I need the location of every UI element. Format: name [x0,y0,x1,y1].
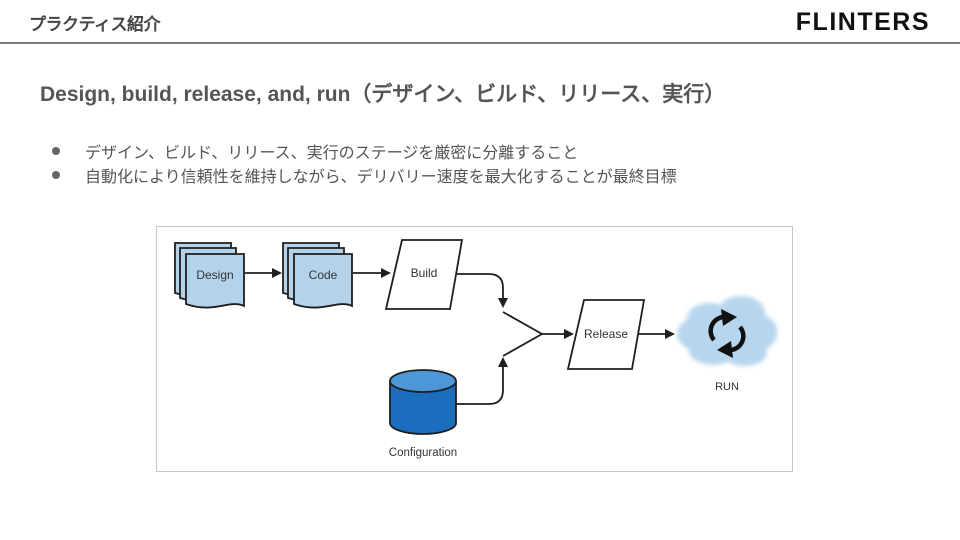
configuration-label: Configuration [389,447,457,459]
bullet-item: 自動化により信頼性を維持しながら、デリバリー速度を最大化することが最終目標 [52,163,677,187]
edge-build-merge [457,273,508,308]
release-node: Release [566,299,646,370]
slide-title-jp: （デザイン、ビルド、リリース、実行） [350,82,726,106]
configuration-node: Configuration [389,369,457,459]
flinters-logo: FLINTERS [795,8,930,36]
code-node: Code [282,242,353,309]
code-label: Code [309,268,338,282]
refresh-arrowhead-icon [721,309,737,326]
slide-title-en: Design, build, release, and, run [40,83,351,106]
refresh-arrowhead-icon [717,341,733,358]
section-title: プラクティス紹介 [29,15,160,35]
slide-title: Design, build, release, and, run（デザイン、ビル… [40,78,725,108]
merge-node [502,311,544,357]
build-label: Build [411,266,438,280]
edge-config-merge [456,357,508,405]
pipeline-diagram-svg: Design Code Build Release [174,239,777,459]
bullet-item: デザイン、ビルド、リリース、実行のステージを厳密に分離すること [52,139,677,163]
design-label: Design [196,268,233,282]
bullet-text: 自動化により信頼性を維持しながら、デリバリー速度を最大化することが最終目標 [85,167,677,186]
bullet-dot-icon [52,171,60,179]
run-node: RUN [677,296,777,393]
bullet-dot-icon [52,147,60,155]
run-label: RUN [715,381,739,393]
pipeline-diagram: Design Code Build Release [156,226,793,472]
release-label: Release [584,327,628,341]
bullet-list: デザイン、ビルド、リリース、実行のステージを厳密に分離すること 自動化により信頼… [52,139,677,187]
build-node: Build [384,239,464,310]
cloud-icon [677,296,777,366]
design-node: Design [174,242,245,309]
bullet-text: デザイン、ビルド、リリース、実行のステージを厳密に分離すること [85,143,579,162]
header-divider [0,42,960,44]
